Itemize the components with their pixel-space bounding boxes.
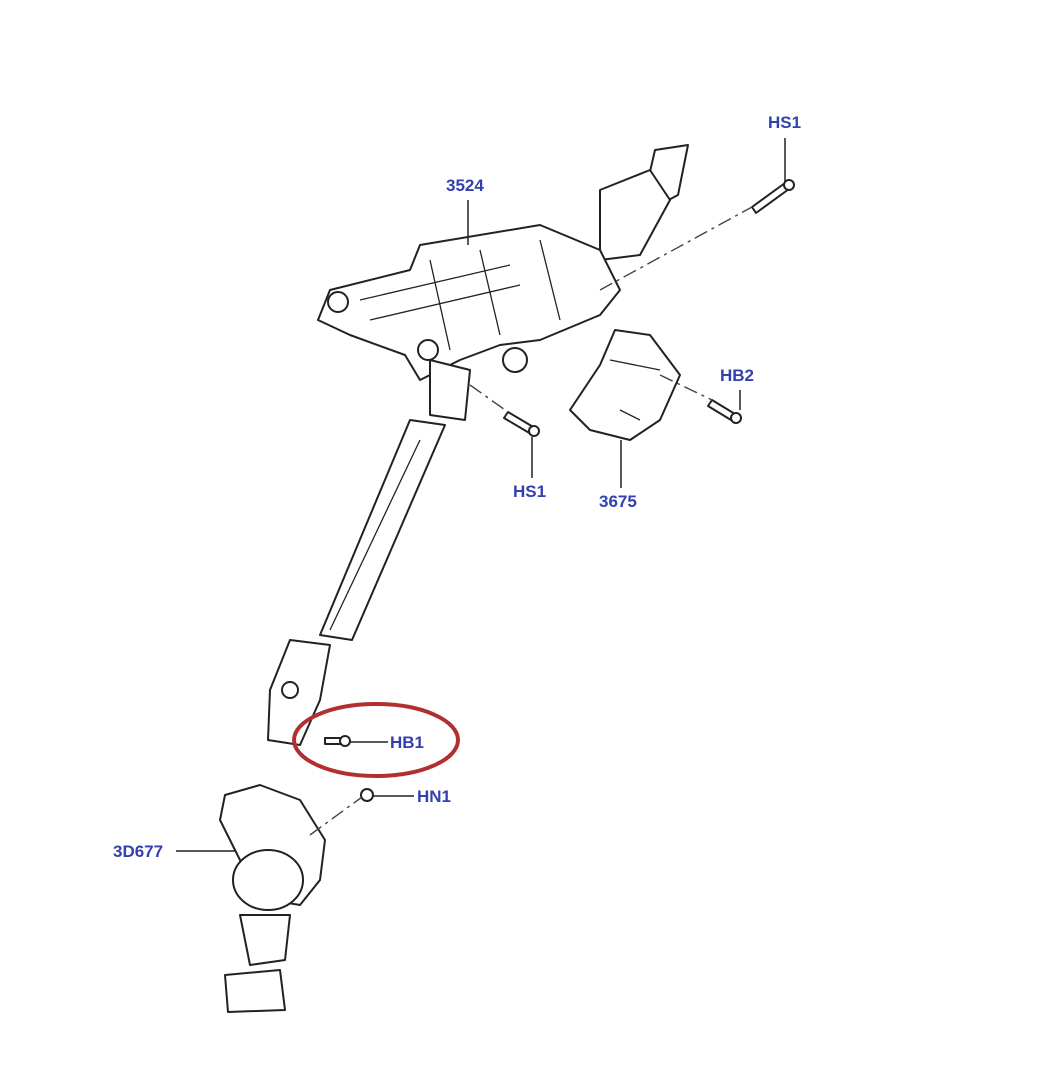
label-3D677[interactable]: 3D677 [113, 842, 164, 861]
label-hs1-lower[interactable]: HS1 [513, 482, 547, 501]
bolt-hs1-top [751, 179, 795, 214]
label-hb2[interactable]: HB2 [720, 366, 755, 385]
label-hs1-top[interactable]: HS1 [768, 113, 802, 132]
bolt-hb2 [707, 399, 742, 424]
bolt-hb1 [324, 735, 351, 747]
label-3675[interactable]: 3675 [599, 492, 637, 511]
steering-column-3524 [317, 144, 689, 421]
boot-3D677 [219, 784, 326, 1013]
label-hb1[interactable]: HB1 [390, 733, 425, 752]
highlight-ellipse [292, 702, 460, 778]
nut-hn1 [360, 788, 374, 802]
label-hn1[interactable]: HN1 [417, 787, 452, 806]
bolt-hs1-lower [503, 411, 540, 437]
shroud-3675 [569, 329, 681, 441]
label-3524[interactable]: 3524 [446, 176, 484, 195]
intermediate-shaft [267, 419, 446, 746]
